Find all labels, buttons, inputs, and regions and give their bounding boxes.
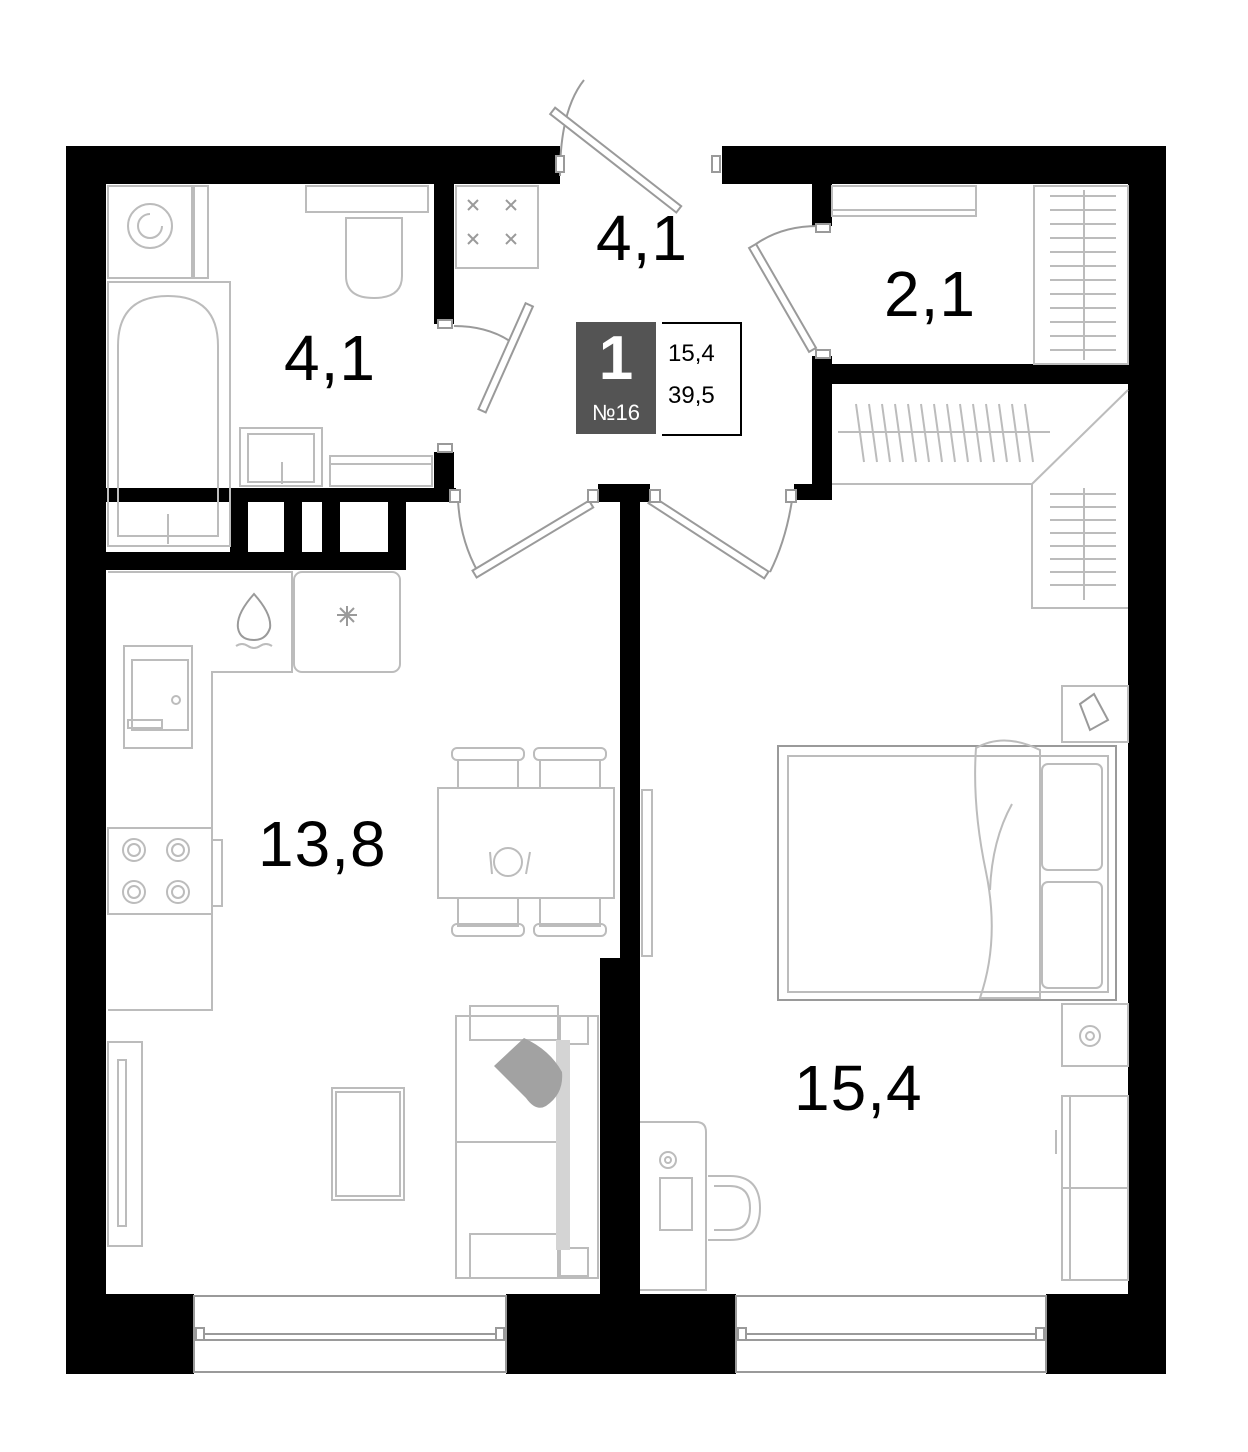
room-area-bathroom: 4,1: [284, 322, 376, 394]
wardrobe: [832, 389, 1129, 609]
walls: [66, 146, 1166, 1374]
hallway-hooks-icon: [467, 199, 517, 245]
rooms-count-box: [576, 322, 656, 434]
room-area-bedroom: 15,4: [794, 1052, 923, 1124]
apartment-badge: 1 №16 15,4 39,5: [576, 322, 742, 436]
bedroom-furniture: [640, 685, 1129, 1291]
kitchen-furniture: [107, 571, 615, 1279]
room-area-hallway: 4,1: [596, 202, 688, 274]
doors: [437, 79, 831, 580]
room-area-kitchen-living: 13,8: [258, 808, 387, 880]
area-info-box: [662, 322, 742, 436]
bathroom-fixtures: [107, 185, 539, 547]
living-area: 15,4: [668, 340, 715, 367]
total-area: 39,5: [668, 382, 715, 409]
windows: [193, 1295, 1047, 1373]
apartment-number: №16: [591, 400, 641, 425]
room-area-storage: 2,1: [884, 258, 976, 330]
rooms-count: 1: [598, 324, 634, 393]
storage-shelves: [831, 185, 1129, 365]
